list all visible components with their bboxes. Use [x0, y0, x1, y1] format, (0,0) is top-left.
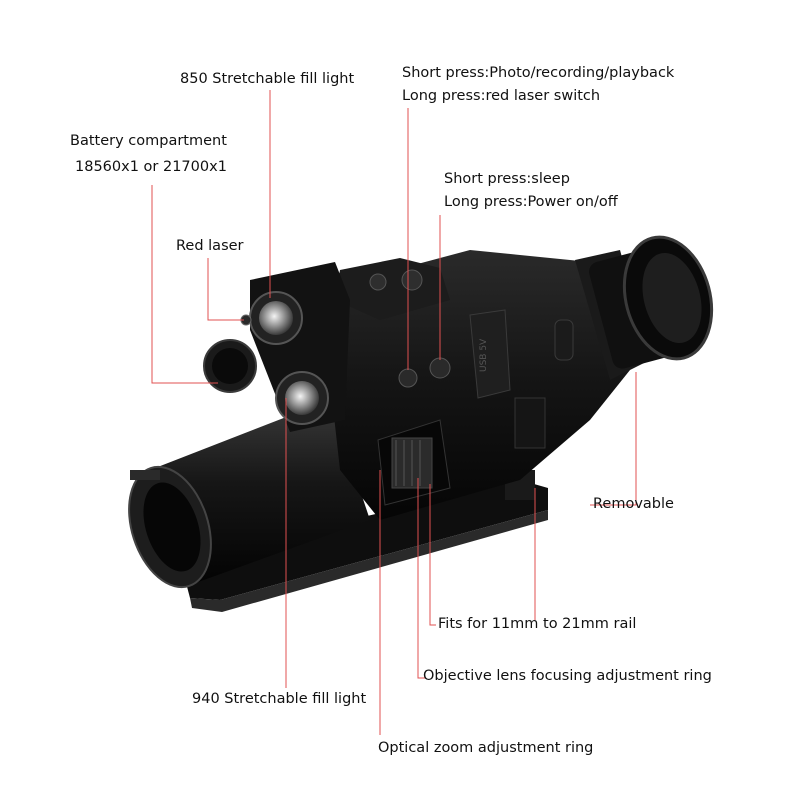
- leader-line-removable: [590, 372, 637, 506]
- usb-port-marking: USB 5V: [479, 338, 489, 372]
- leader-line-red-laser: [207, 258, 244, 321]
- leader-lines: [151, 90, 637, 735]
- fill-light-850-lens: [249, 291, 303, 345]
- leader-line-rail: [429, 484, 436, 626]
- label-940-fill-light: 940 Stretchable fill light: [192, 691, 367, 707]
- label-photo-line1: Short press:Photo/recording/playback: [402, 65, 675, 81]
- label-focus-ring: Objective lens focusing adjustment ring: [423, 668, 712, 684]
- label-battery-line1: Battery compartment: [70, 133, 227, 149]
- eyepiece: [575, 235, 714, 380]
- leader-line-battery: [151, 185, 218, 384]
- label-850-fill-light: 850 Stretchable fill light: [180, 71, 355, 87]
- leader-line-focus-ring: [417, 478, 425, 679]
- label-removable: Removable: [593, 496, 674, 512]
- label-sleep-line2: Long press:Power on/off: [444, 194, 618, 210]
- label-photo-line2: Long press:red laser switch: [402, 88, 601, 104]
- label-rail: Fits for 11mm to 21mm rail: [438, 616, 637, 632]
- main-body: USB 5V: [320, 250, 640, 520]
- objective-tube: [128, 400, 370, 589]
- label-sleep-line1: Short press:sleep: [444, 171, 570, 187]
- label-red-laser: Red laser: [176, 238, 244, 254]
- fill-light-940-lens: [275, 371, 329, 425]
- label-battery-line2: 18560x1 or 21700x1: [75, 159, 227, 175]
- label-zoom-ring: Optical zoom adjustment ring: [378, 740, 594, 756]
